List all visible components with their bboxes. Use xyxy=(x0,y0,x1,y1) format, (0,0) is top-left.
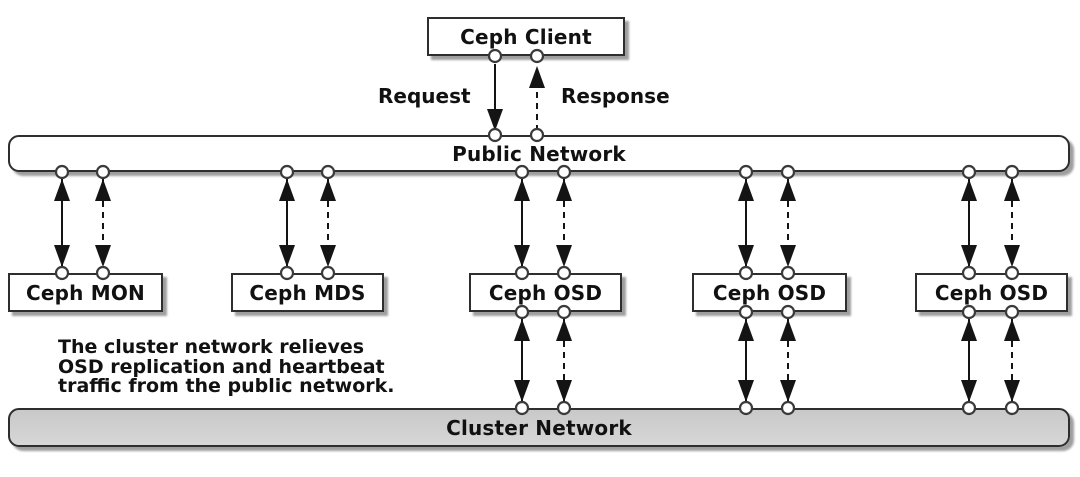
ceph-osd-label: Ceph OSD xyxy=(934,280,1049,305)
arrowhead-icon xyxy=(487,109,503,131)
response-arrow xyxy=(529,66,545,131)
ceph-mon-node: Ceph MON xyxy=(8,273,163,312)
public-link-solid xyxy=(738,179,754,267)
arrowhead-icon xyxy=(738,319,754,341)
arrowhead-icon xyxy=(95,179,111,201)
ceph-osd-label: Ceph OSD xyxy=(488,280,603,305)
arrowhead-icon xyxy=(961,319,977,341)
annotation-line: OSD replication and heartbeat xyxy=(58,355,385,378)
ceph-osd-node-2: Ceph OSD xyxy=(692,273,847,312)
cluster-network-bar: Cluster Network xyxy=(8,408,1070,447)
arrowhead-icon xyxy=(514,380,530,402)
public-link-dashed xyxy=(780,179,796,267)
public-link-dashed xyxy=(320,179,336,267)
ceph-mds-label: Ceph MDS xyxy=(249,280,366,305)
ceph-client-label: Ceph Client xyxy=(460,24,592,49)
arrowhead-icon xyxy=(514,245,530,267)
public-network-bar: Public Network xyxy=(8,135,1070,172)
arrowhead-icon xyxy=(1004,245,1020,267)
arrowhead-icon xyxy=(320,245,336,267)
ceph-osd-node-3: Ceph OSD xyxy=(915,273,1068,312)
arrowhead-icon xyxy=(738,179,754,201)
annotation-line: The cluster network relieves xyxy=(58,336,365,358)
public-link-solid xyxy=(54,179,70,267)
cluster-link-solid xyxy=(738,319,754,402)
cluster-network-annotation: The cluster network relieves OSD replica… xyxy=(58,336,395,397)
arrowhead-icon xyxy=(54,245,70,267)
ceph-client-node: Ceph Client xyxy=(427,17,625,56)
arrowhead-icon xyxy=(961,380,977,402)
public-link-dashed xyxy=(556,179,572,267)
public-link-solid xyxy=(514,179,530,267)
request-label: Request xyxy=(378,84,471,108)
arrowhead-icon xyxy=(1004,179,1020,201)
response-label: Response xyxy=(561,84,670,108)
arrowhead-icon xyxy=(556,245,572,267)
arrowhead-icon xyxy=(514,179,530,201)
arrowhead-icon xyxy=(1004,319,1020,341)
request-arrow xyxy=(487,64,503,131)
cluster-link-dashed xyxy=(556,319,572,402)
arrowhead-icon xyxy=(961,179,977,201)
ceph-osd-label: Ceph OSD xyxy=(712,280,827,305)
public-link-dashed xyxy=(1004,179,1020,267)
cluster-link-solid xyxy=(961,319,977,402)
arrowhead-icon xyxy=(780,319,796,341)
arrowhead-icon xyxy=(279,245,295,267)
public-link-solid xyxy=(961,179,977,267)
ceph-mds-node: Ceph MDS xyxy=(231,273,384,312)
arrowhead-icon xyxy=(780,179,796,201)
arrowhead-icon xyxy=(556,380,572,402)
arrowhead-icon xyxy=(780,380,796,402)
arrowhead-icon xyxy=(556,319,572,341)
public-network-label: Public Network xyxy=(452,141,626,166)
annotation-line: traffic from the public network. xyxy=(58,375,395,397)
arrowhead-icon xyxy=(1004,380,1020,402)
arrowhead-icon xyxy=(738,245,754,267)
public-link-solid xyxy=(279,179,295,267)
arrowhead-icon xyxy=(961,245,977,267)
cluster-link-dashed xyxy=(780,319,796,402)
arrowhead-icon xyxy=(320,179,336,201)
public-link-dashed xyxy=(95,179,111,267)
ceph-osd-node-1: Ceph OSD xyxy=(469,273,622,312)
arrowhead-icon xyxy=(780,245,796,267)
arrowhead-icon xyxy=(556,179,572,201)
arrowhead-icon xyxy=(279,179,295,201)
cluster-link-dashed xyxy=(1004,319,1020,402)
arrowhead-icon xyxy=(95,245,111,267)
ceph-mon-label: Ceph MON xyxy=(25,280,145,305)
arrowhead-icon xyxy=(529,66,545,88)
arrowhead-icon xyxy=(514,319,530,341)
cluster-link-solid xyxy=(514,319,530,402)
arrowhead-icon xyxy=(54,179,70,201)
arrowhead-icon xyxy=(738,380,754,402)
cluster-network-label: Cluster Network xyxy=(446,415,632,440)
